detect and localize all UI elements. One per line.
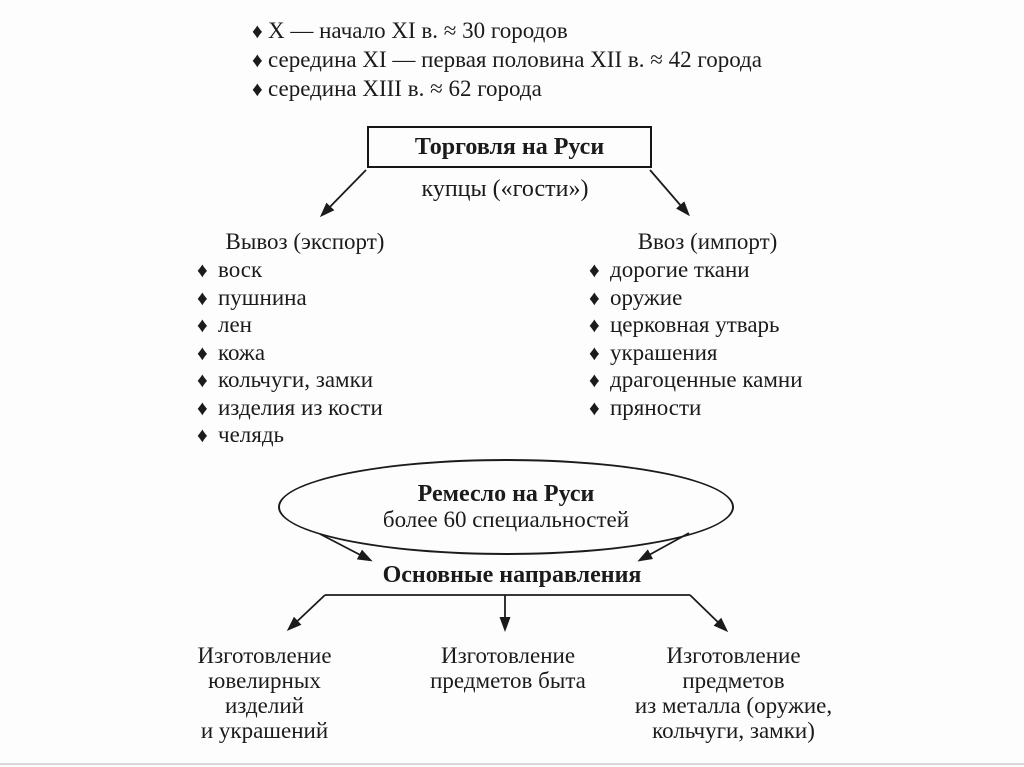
- direction-line: предметов быта: [430, 668, 586, 693]
- list-item-text: дорогие ткани: [610, 257, 750, 282]
- diamond-bullet-icon: ♦: [197, 423, 208, 447]
- direction-line: предметов: [682, 668, 785, 693]
- diamond-bullet-icon: ♦: [197, 395, 208, 420]
- list-item-text: пряности: [610, 394, 702, 420]
- list-item-text: X — начало XI в. ≈ 30 городов: [268, 18, 568, 43]
- list-item: ♦ пряности: [589, 394, 803, 422]
- direction-line: Изготовление: [440, 643, 576, 668]
- trade-title-box: Торговля на Руси: [367, 126, 652, 168]
- arrow-trade-to-export: [319, 169, 367, 218]
- list-item-text: украшения: [610, 339, 718, 365]
- direction-line: из металла (оружие,: [634, 693, 833, 718]
- diamond-bullet-icon: ♦: [252, 77, 263, 101]
- direction-line: изделий: [225, 693, 304, 718]
- directions-header: Основные направления: [382, 562, 642, 588]
- direction-line: кольчуги, замки): [652, 718, 815, 743]
- craft-title: Ремесло на Руси: [417, 481, 595, 507]
- arrow-to-jewelry: [286, 594, 326, 632]
- arrow-trade-to-import: [649, 169, 690, 217]
- list-item-text: кожа: [218, 339, 266, 365]
- export-items-list: ♦ воск ♦ пушнина ♦ лен ♦ кожа ♦ кольчуги, зам…: [197, 256, 383, 449]
- list-item-text: драгоценные камни: [610, 367, 803, 392]
- diamond-bullet-icon: ♦: [252, 48, 263, 72]
- list-item: ♦ кольчуги, замки: [197, 366, 383, 394]
- direction-block-metal: Изготовление предметов из металла (оружи…: [620, 643, 847, 743]
- diamond-bullet-icon: ♦: [197, 285, 208, 310]
- craft-subtitle: более 60 специальностей: [382, 507, 630, 532]
- list-item-text: пушнина: [218, 284, 307, 310]
- diamond-bullet-icon: ♦: [589, 395, 600, 420]
- list-item-text: изделия из кости: [218, 394, 383, 420]
- list-item: ♦ воск: [197, 256, 383, 284]
- arrow-to-metal: [689, 594, 729, 633]
- list-item: ♦ драгоценные камни: [589, 366, 803, 394]
- merchants-caption: купцы («гости»): [421, 176, 589, 202]
- list-item: ♦ X — начало XI в. ≈ 30 городов: [252, 16, 762, 45]
- list-item-text: кольчуги, замки: [218, 367, 374, 392]
- list-item: ♦ церковная утварь: [589, 311, 803, 339]
- list-item: ♦ середина XIII в. ≈ 62 города: [252, 74, 762, 103]
- import-column-header: Ввоз (импорт): [637, 229, 778, 254]
- list-item-text: церковная утварь: [610, 312, 780, 337]
- diamond-bullet-icon: ♦: [197, 258, 208, 282]
- city-growth-list: ♦ X — начало XI в. ≈ 30 городов ♦ середи…: [252, 16, 762, 103]
- direction-line: Изготовление: [666, 643, 801, 668]
- diamond-bullet-icon: ♦: [197, 368, 208, 392]
- diamond-bullet-icon: ♦: [589, 258, 600, 282]
- list-item: ♦ дорогие ткани: [589, 256, 803, 284]
- diamond-bullet-icon: ♦: [252, 19, 263, 43]
- list-item: ♦ пушнина: [197, 284, 383, 312]
- diamond-bullet-icon: ♦: [197, 313, 208, 337]
- list-item-text: оружие: [610, 284, 683, 310]
- page-bottom-edge: [0, 763, 1024, 765]
- list-item-text: середина XI — первая половина XII в. ≈ 4…: [268, 47, 762, 72]
- craft-ellipse: Ремесло на Руси более 60 специальностей: [278, 459, 734, 555]
- diamond-bullet-icon: ♦: [197, 340, 208, 365]
- diamond-bullet-icon: ♦: [589, 340, 600, 365]
- list-item-text: лен: [218, 312, 252, 337]
- list-item: ♦ украшения: [589, 339, 803, 367]
- direction-line: Изготовление: [197, 643, 332, 668]
- list-item-text: середина XIII в. ≈ 62 города: [268, 76, 542, 101]
- import-items-list: ♦ дорогие ткани ♦ оружие ♦ церковная утварь…: [589, 256, 803, 421]
- direction-line: ювелирных: [208, 668, 321, 693]
- list-item: ♦ кожа: [197, 339, 383, 367]
- direction-line: и украшений: [200, 718, 329, 743]
- trade-title: Торговля на Руси: [414, 133, 605, 160]
- list-item-text: воск: [218, 257, 263, 282]
- list-item: ♦ изделия из кости: [197, 394, 383, 422]
- diamond-bullet-icon: ♦: [589, 368, 600, 392]
- diamond-bullet-icon: ♦: [589, 313, 600, 337]
- list-item: ♦ челядь: [197, 421, 383, 449]
- list-item: ♦ середина XI — первая половина XII в. ≈…: [252, 45, 762, 74]
- list-item: ♦ лен: [197, 311, 383, 339]
- direction-block-jewelry: Изготовление ювелирных изделий и украшен…: [177, 643, 352, 743]
- list-item: ♦ оружие: [589, 284, 803, 312]
- direction-block-household: Изготовление предметов быта: [413, 643, 603, 693]
- export-column-header: Вывоз (экспорт): [225, 229, 385, 254]
- diamond-bullet-icon: ♦: [589, 285, 600, 310]
- list-item-text: челядь: [218, 422, 285, 447]
